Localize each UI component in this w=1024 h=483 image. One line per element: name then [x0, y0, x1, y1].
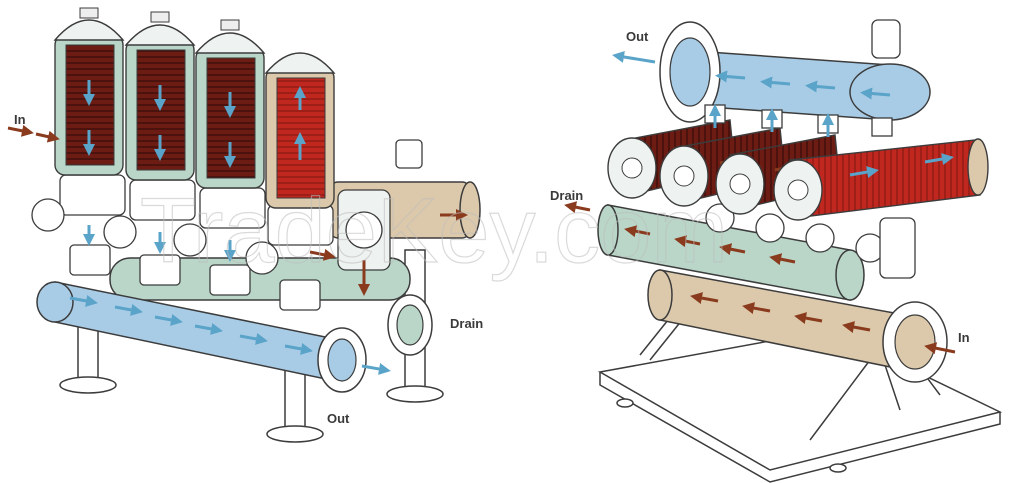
left-drain-pipe	[109, 257, 433, 356]
left-inlet-arrows	[7, 124, 60, 143]
left-drain-label: Drain	[450, 316, 483, 331]
right-out-label: Out	[626, 29, 649, 44]
left-outlet-pipe	[36, 281, 391, 393]
left-out-label: Out	[327, 411, 350, 426]
right-outlet-pipe	[612, 19, 931, 137]
left-filter-station: In Drain Out	[7, 7, 483, 443]
left-backflush-valve	[337, 139, 423, 296]
left-filter-unit-2	[103, 11, 196, 286]
right-valve-manifold	[705, 203, 916, 279]
right-drain-label: Drain	[550, 188, 583, 203]
right-drain-pipe	[564, 201, 865, 301]
left-in-label: In	[14, 112, 26, 127]
watermark: TradeKey.com	[140, 180, 728, 282]
left-filter-unit-3	[173, 19, 266, 296]
right-filter-unit-4-backflush	[773, 138, 989, 221]
left-filter-unit-1	[31, 7, 126, 276]
right-inlet-pipe	[647, 269, 956, 383]
right-filter-station: Out Drain In	[550, 19, 1003, 483]
right-in-label: In	[958, 330, 970, 345]
left-filter-unit-4-backflush	[245, 52, 336, 311]
